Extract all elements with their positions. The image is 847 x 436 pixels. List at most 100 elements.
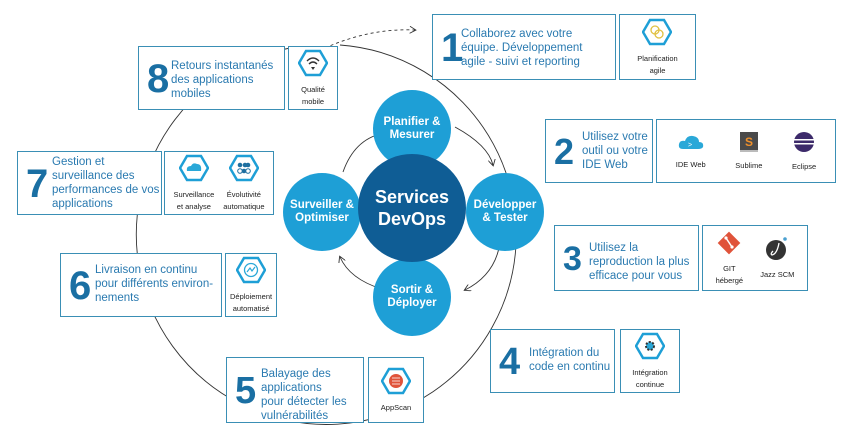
step-4-box: 4 Intégration du code en continu xyxy=(490,329,615,393)
step-description: Livraison en continu pour différents envi… xyxy=(95,263,213,305)
description-line: applications xyxy=(52,198,113,210)
description-line: Balayage des xyxy=(261,368,331,380)
tool-label: Eclipse xyxy=(792,161,817,171)
description-line: Livraison en continu xyxy=(95,264,198,276)
description-line: Collaborez avec votre xyxy=(461,28,573,40)
step-description: Collaborez avec votre équipe. Développeme… xyxy=(461,27,582,69)
tool-sublime[interactable]: S Sublime xyxy=(735,131,762,172)
step-number: 1 xyxy=(441,26,464,70)
deploy-icon xyxy=(235,256,267,289)
tool-eclipse[interactable]: Eclipse xyxy=(792,130,816,173)
phase-release: Sortir &Déployer xyxy=(373,258,451,336)
description-line: Intégration du xyxy=(529,347,600,359)
step-5-tools: AppScan xyxy=(368,357,424,423)
tool-label: Sublime xyxy=(735,160,763,170)
step-number: 8 xyxy=(147,57,170,101)
agile-planning-icon xyxy=(642,18,673,51)
monitoring-cloud-icon xyxy=(178,154,210,187)
step-number: 5 xyxy=(235,370,257,412)
step-8-tools: Qualité mobile xyxy=(288,46,338,110)
wifi-icon xyxy=(297,49,329,82)
step-number: 3 xyxy=(563,240,582,278)
phase-monitor: Surveiller &Optimiser xyxy=(283,173,361,251)
step-description: Retours instantanés des applications mobil… xyxy=(171,59,273,101)
description-line: IDE Web xyxy=(582,159,628,171)
step-number: 7 xyxy=(26,162,49,206)
eclipse-icon xyxy=(792,130,816,159)
svg-text:>: > xyxy=(688,142,692,149)
description-line: agile - suivi et reporting xyxy=(461,56,580,68)
step-number: 2 xyxy=(554,131,575,172)
step-description: Intégration du code en continu xyxy=(529,346,610,374)
gear-icon xyxy=(634,332,666,365)
svg-text:S: S xyxy=(745,135,753,149)
description-line: Gestion et xyxy=(52,156,105,168)
appscan-icon xyxy=(380,367,412,400)
cycle-arrow-2 xyxy=(465,242,501,290)
tool-label: IDE Web xyxy=(675,159,706,169)
tool-cloud-ide[interactable]: > IDE Web xyxy=(676,132,706,171)
description-line: mobiles xyxy=(171,88,211,100)
sublime-icon: S xyxy=(738,131,760,158)
description-line: code en continu xyxy=(529,361,611,373)
git-icon xyxy=(716,230,742,261)
tool-label: Qualité mobile xyxy=(301,84,325,106)
description-line: performances de vos xyxy=(52,184,160,196)
step-description: Gestion et surveillance des performances d… xyxy=(52,155,159,211)
tool-wifi[interactable]: Qualité mobile xyxy=(293,49,333,108)
tool-label: AppScan xyxy=(380,402,412,412)
tool-appscan[interactable]: AppScan xyxy=(380,367,412,414)
description-line: Retours instantanés xyxy=(171,60,274,72)
description-line: pour différents environ- xyxy=(95,278,214,290)
description-line: reproduction la plus xyxy=(589,256,690,268)
jazz-scm-icon xyxy=(764,236,790,267)
description-line: équipe. Développement xyxy=(461,42,583,54)
phase-develop: Développer& Tester xyxy=(466,173,544,251)
description-line: Utilisez votre xyxy=(582,131,648,143)
description-line: outil ou votre xyxy=(582,145,648,157)
cloud-ide-icon: > xyxy=(677,132,705,157)
description-line: surveillance des xyxy=(52,170,135,182)
autoscale-icon xyxy=(228,154,260,187)
step-number: 4 xyxy=(499,341,521,383)
cycle-arrow-1 xyxy=(454,126,493,165)
step-2-tools: > IDE Web S Sublime Eclipse xyxy=(656,119,836,183)
tool-label: Jazz SCM xyxy=(760,269,795,279)
description-line: nements xyxy=(95,292,140,304)
description-line: applications xyxy=(261,382,322,394)
dashed-arrow xyxy=(324,30,415,49)
description-line: vulnérabilités xyxy=(261,410,329,422)
description-line: efficace pour vous xyxy=(589,270,683,282)
step-number: 6 xyxy=(69,264,92,308)
tool-jazz-scm[interactable]: Jazz SCM xyxy=(760,236,794,281)
description-line: des applications xyxy=(171,74,254,86)
